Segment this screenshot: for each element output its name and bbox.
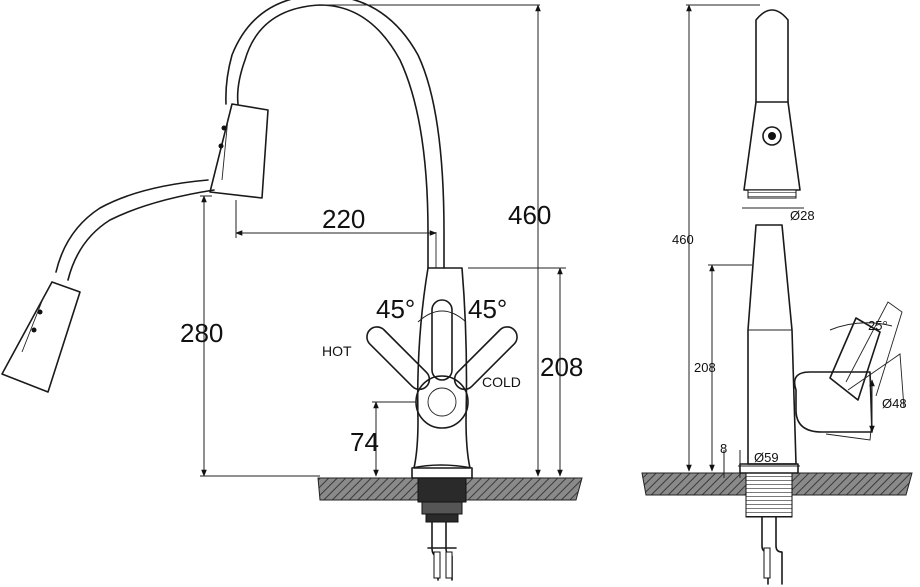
side-dim-handle-angle: 25° bbox=[868, 318, 888, 333]
side-spray-head bbox=[743, 101, 801, 191]
front-pull-out-hose bbox=[67, 189, 215, 281]
front-dim-spout-reach: 220 bbox=[322, 204, 365, 234]
front-dim-total-height: 460 bbox=[508, 200, 551, 230]
front-view: 460 220 280 208 74 45° 45° HOT COLD bbox=[1, 0, 583, 581]
side-dim-body-height: 208 bbox=[694, 360, 716, 375]
side-dim-handle-diameter: Ø48 bbox=[882, 396, 907, 411]
front-dim-spray-height: 280 bbox=[180, 318, 223, 348]
front-angle-hot: 45° bbox=[376, 294, 415, 324]
front-handle-cold bbox=[453, 326, 518, 391]
side-dim-base-diameter: Ø59 bbox=[754, 450, 779, 465]
side-dim-total-height: 460 bbox=[672, 232, 694, 247]
side-dim-spray-diameter: Ø28 bbox=[790, 208, 815, 223]
front-spray-head-docked bbox=[209, 103, 269, 199]
front-handle-hub bbox=[415, 375, 469, 429]
side-threaded-shank bbox=[745, 472, 793, 518]
front-handle-center bbox=[431, 299, 453, 381]
front-faucet-body bbox=[413, 267, 471, 469]
front-angle-cold: 45° bbox=[468, 294, 507, 324]
side-dim-offset: 8 bbox=[720, 441, 727, 456]
front-label-hot: HOT bbox=[322, 343, 352, 359]
front-label-cold: COLD bbox=[482, 374, 521, 390]
front-mounting-shank bbox=[417, 477, 467, 581]
front-gooseneck-spout bbox=[236, 4, 429, 269]
front-dim-handle-base-height: 74 bbox=[350, 427, 379, 457]
front-base-flange bbox=[411, 464, 473, 479]
side-faucet-body bbox=[747, 224, 797, 465]
front-dim-body-height: 208 bbox=[540, 352, 583, 382]
side-view: 460 208 Ø28 Ø59 Ø48 25° 8 bbox=[641, 4, 913, 585]
front-handle-hot bbox=[366, 326, 431, 391]
front-spray-head-extended bbox=[1, 281, 81, 393]
